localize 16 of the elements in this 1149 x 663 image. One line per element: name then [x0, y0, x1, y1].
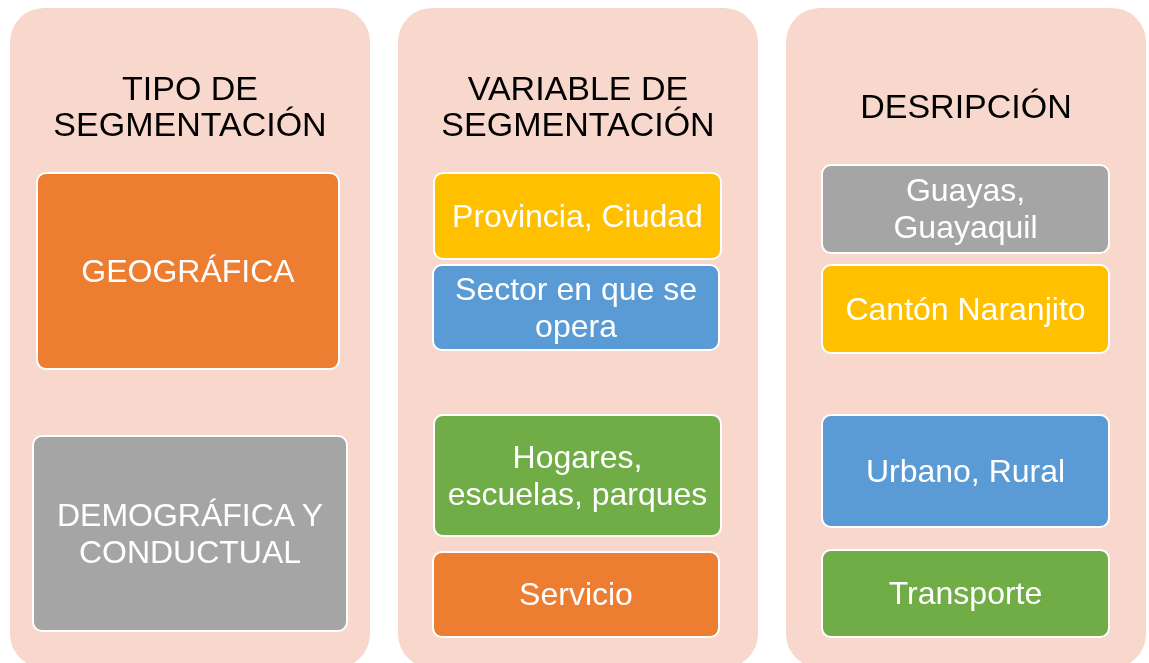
category-box: Provincia, Ciudad	[433, 172, 722, 260]
category-box: Urbano, Rural	[821, 414, 1110, 528]
category-box: GEOGRÁFICA	[36, 172, 340, 370]
category-box: Sector en que se opera	[432, 264, 720, 351]
column-panel	[10, 8, 370, 663]
column-heading: TIPO DE SEGMENTACIÓN	[52, 70, 328, 142]
category-box: Cantón Naranjito	[821, 264, 1110, 354]
column-heading: VARIABLE DE SEGMENTACIÓN	[440, 70, 716, 142]
category-box: DEMOGRÁFICA Y CONDUCTUAL	[32, 435, 348, 632]
category-box: Guayas, Guayaquil	[821, 164, 1110, 254]
column-panel	[398, 8, 758, 663]
category-box: Hogares, escuelas, parques	[433, 414, 722, 537]
column-panel	[786, 8, 1146, 663]
category-box: Transporte	[821, 549, 1110, 638]
column-heading: DESRIPCIÓN	[859, 88, 1073, 124]
category-box: Servicio	[432, 551, 720, 638]
